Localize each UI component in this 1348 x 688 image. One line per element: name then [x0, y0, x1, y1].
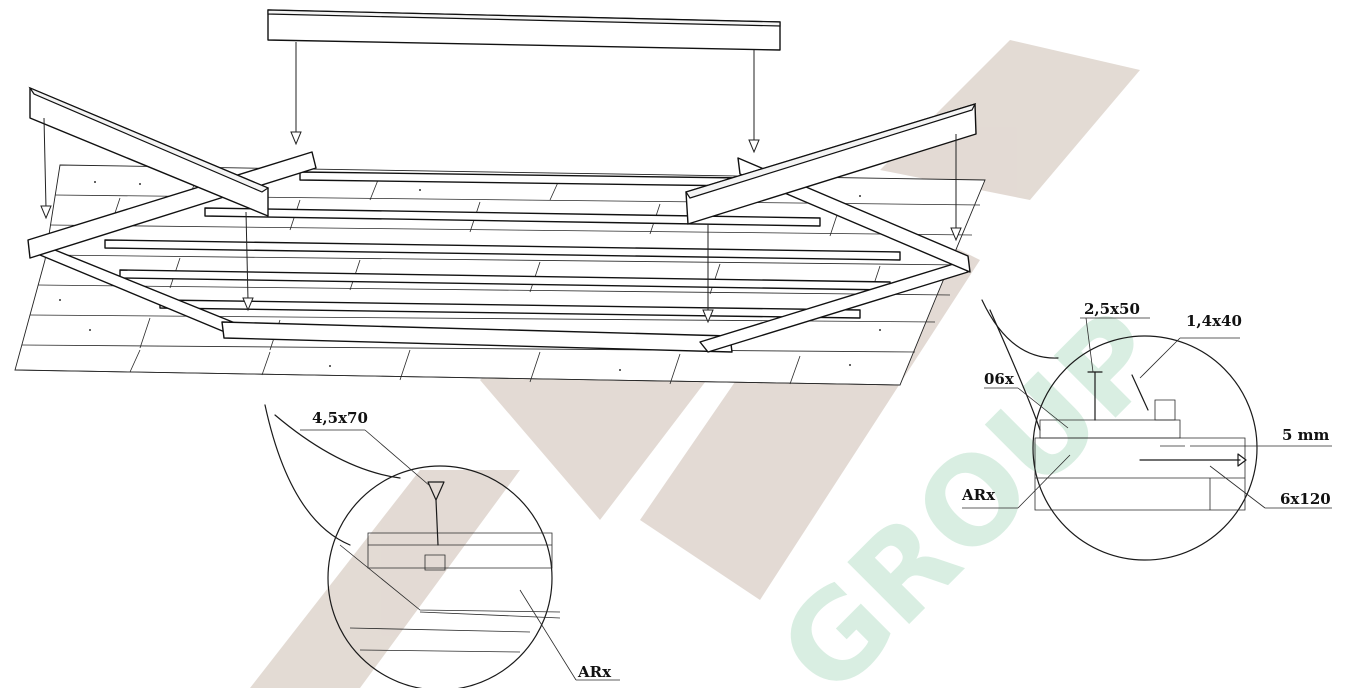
screw-label-left: 4,5x70: [312, 409, 368, 427]
part-label-left: ARx: [577, 663, 612, 681]
board-label: 06x: [984, 370, 1015, 388]
screw-label-right: 6x120: [1280, 490, 1331, 508]
nail-label-2: 1,4x40: [1186, 312, 1242, 330]
nail-label-1: 2,5x50: [1084, 300, 1140, 318]
detail-left: 4,5x70 ARx: [264, 404, 620, 688]
placement-arrows: [40, 42, 962, 324]
part-label-right: ARx: [961, 486, 996, 504]
loose-beams: [28, 9, 977, 225]
gap-label: 5 mm: [1282, 426, 1330, 444]
detail-right: 2,5x50 1,4x40 06x 5 mm ARx 6x120: [961, 299, 1332, 561]
